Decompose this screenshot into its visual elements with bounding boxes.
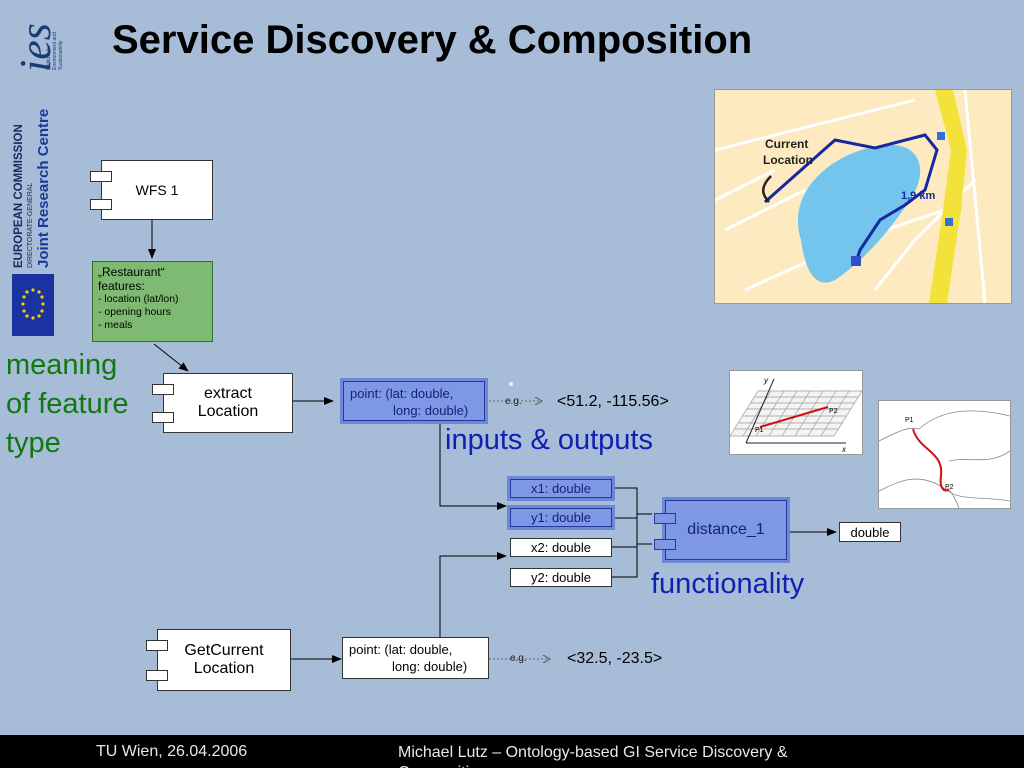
note-title: „Restaurant“	[98, 265, 165, 279]
note-subtitle: features:	[98, 279, 145, 293]
component-port	[152, 384, 174, 395]
grid-axis-x: x	[841, 445, 847, 454]
inputs-outputs-annotation: inputs & outputs	[445, 424, 653, 456]
getcurrent-location-component: GetCurrent Location	[146, 629, 291, 691]
grid-p2: P2	[829, 408, 838, 415]
footer-bar: TU Wien, 26.04.2006 Michael Lutz – Ontol…	[0, 735, 1024, 768]
eu-flag-icon	[12, 274, 54, 336]
note-item: - opening hours	[98, 306, 171, 318]
note-item: - meals	[98, 319, 133, 331]
ies-logo-text: ies	[11, 23, 60, 72]
footer-left: TU Wien, 26.04.2006	[96, 743, 248, 760]
meaning-line: meaning	[6, 349, 118, 381]
curve-p1: P1	[905, 417, 914, 424]
note-item: - location (lat/lon)	[98, 293, 179, 305]
slide-title: Service Discovery & Composition	[112, 18, 753, 62]
meaning-line: type	[6, 427, 61, 459]
component-port	[654, 539, 676, 550]
ec-line3: Joint Research Centre	[35, 109, 52, 268]
footer-right: Michael Lutz – Ontology-based GI Service…	[398, 744, 788, 768]
param-y2: y2: double	[510, 568, 612, 587]
ies-sub-1: Institute for	[46, 45, 52, 70]
map-distance-label: 1,9 km	[901, 190, 935, 202]
distance-label: distance_1	[687, 521, 765, 538]
component-port	[90, 171, 112, 182]
example-value-top: <51.2, -115.56>	[557, 393, 669, 410]
extract-location-component: extract Location	[152, 373, 293, 433]
functionality-annotation: functionality	[651, 568, 805, 600]
connector-layer	[148, 220, 837, 663]
ec-jrc-logo: EUROPEAN COMMISSION DIRECTORATE-GENERAL …	[8, 92, 60, 342]
getcurrent-label: GetCurrent	[184, 642, 264, 659]
curve-p2: P2	[945, 484, 954, 491]
ies-sub-3: Sustainability	[58, 40, 64, 70]
param-y1: y1: double	[510, 508, 612, 527]
param-x1: x1: double	[510, 479, 612, 498]
ec-line1: EUROPEAN COMMISSION	[13, 124, 25, 268]
line-x2	[612, 543, 652, 548]
grid-points-figure: y x P1 P2	[729, 370, 863, 455]
arrow-point2-to-x2	[439, 552, 507, 637]
component-port	[90, 199, 112, 210]
wfs-component: WFS 1	[90, 160, 213, 220]
arrow-note-to-extract	[153, 343, 189, 372]
eg-label-top: e.g.	[505, 396, 522, 407]
ies-logo: ies Institute for Environment and Sustai…	[2, 4, 72, 84]
bullet-dot	[509, 382, 513, 386]
component-port	[654, 513, 676, 524]
extract-label: extract	[203, 385, 252, 402]
grid-p1: P1	[755, 427, 764, 434]
example-value-bottom: <32.5, -23.5>	[567, 650, 663, 667]
distance-component: distance_1	[654, 500, 787, 560]
component-port	[152, 412, 174, 423]
map-current-label: Location	[763, 153, 813, 167]
point-line: long: double)	[393, 403, 469, 418]
point-output-top: point: (lat: double, long: double)	[343, 381, 485, 421]
point-line: point: (lat: double,	[350, 386, 454, 401]
line-y2	[612, 544, 638, 578]
map-current-label: Current	[765, 137, 808, 151]
restaurant-feature-note: „Restaurant“ features: - location (lat/l…	[92, 261, 213, 342]
curve-path-figure: P1 P2	[878, 400, 1011, 509]
param-x2: x2: double	[510, 538, 612, 557]
component-port	[146, 670, 168, 681]
getcurrent-label: Location	[193, 660, 255, 677]
point-line: long: double)	[392, 659, 468, 674]
eg-label-bottom: e.g.	[510, 653, 527, 664]
grid-axis-y: y	[763, 376, 769, 385]
extract-label: Location	[197, 403, 259, 420]
point-line: point: (lat: double,	[349, 642, 453, 657]
ec-line2: DIRECTORATE-GENERAL	[27, 183, 34, 268]
meaning-line: of feature	[6, 388, 129, 420]
route-map-image: Current Location 1,9 km	[714, 89, 1012, 304]
line-x1	[612, 487, 652, 515]
point-output-bottom: point: (lat: double, long: double)	[342, 637, 489, 679]
wfs-label: WFS 1	[135, 182, 179, 198]
arrow-point-to-x1	[439, 423, 507, 510]
component-port	[146, 640, 168, 651]
output-double: double	[839, 522, 901, 542]
meaning-annotation: meaning of feature type	[6, 346, 129, 463]
ies-sub-2: Environment and	[52, 32, 58, 70]
